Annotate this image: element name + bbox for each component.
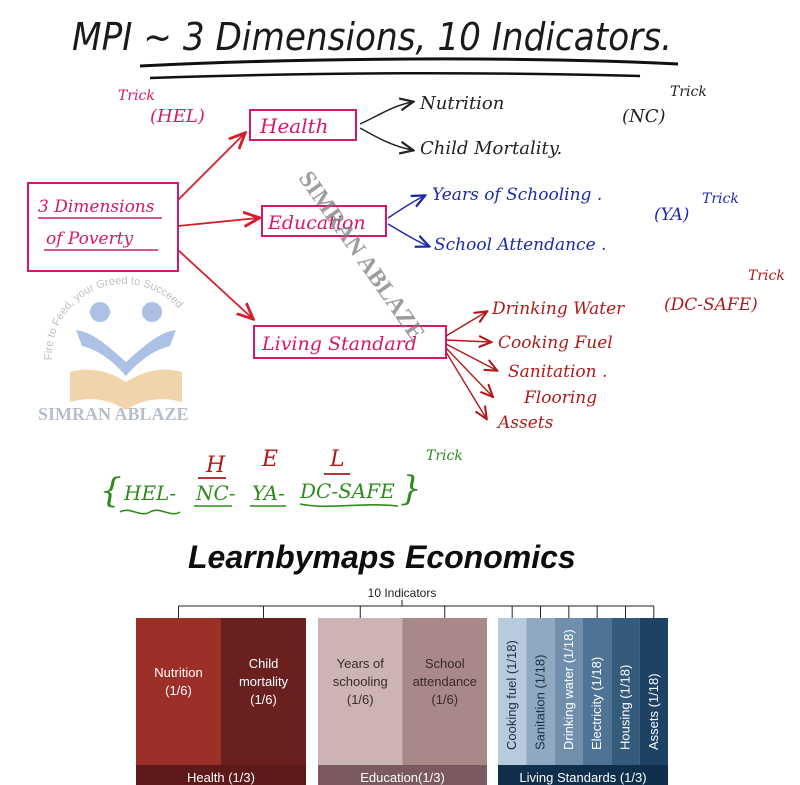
living-branch-2 bbox=[445, 340, 490, 342]
table-cell-text-0-0-1: (1/6) bbox=[165, 683, 192, 698]
table-cell-0-1 bbox=[221, 618, 306, 765]
education-box bbox=[261, 205, 387, 237]
living-branch-3 bbox=[445, 343, 496, 370]
mnemonic-letter-l: L bbox=[329, 447, 345, 472]
mnemonic-squiggle bbox=[119, 509, 181, 515]
logo-book bbox=[70, 369, 182, 410]
table-cell-text-1-0-0: Years of bbox=[337, 656, 385, 671]
mnemonic-dc-underline bbox=[299, 503, 399, 508]
mnemonic-part-dc-safe: DC-SAFE bbox=[299, 479, 395, 503]
nc-code: (NC) bbox=[622, 106, 666, 127]
indicator-flooring: Flooring bbox=[523, 388, 597, 408]
watermark-logo-text: SIMRAN ABLAZE bbox=[38, 404, 189, 424]
logo-head-left bbox=[90, 302, 110, 322]
table-group-band-1 bbox=[318, 765, 487, 785]
logo-head-right bbox=[142, 302, 162, 322]
living-branch-5 bbox=[445, 351, 486, 418]
mnemonic-part-nc: NC- bbox=[195, 481, 236, 505]
title-underline bbox=[139, 57, 679, 68]
brand-title: Learnbymaps Economics bbox=[188, 539, 576, 575]
trick-label-dc: Trick bbox=[748, 268, 785, 284]
education-label: Education bbox=[267, 212, 366, 234]
table-cell-2-3 bbox=[583, 618, 612, 765]
page-title: MPI ~ 3 Dimensions, 10 Indicators. bbox=[72, 15, 672, 59]
mnemonic-letter-e: E bbox=[261, 447, 278, 472]
trick-label-ya: Trick bbox=[702, 191, 739, 207]
living-branch-1 bbox=[445, 312, 486, 337]
mnemonic-close-brace: } bbox=[400, 469, 422, 509]
ya-code: (YA) bbox=[654, 205, 689, 225]
table-cell-text-2-4: Housing (1/18) bbox=[618, 665, 633, 750]
table-cell-text-1-1-2: (1/6) bbox=[431, 692, 458, 707]
living-branch-4 bbox=[445, 347, 492, 396]
watermark-logo: Fire to Feed, your Greed to Succeed SIMR… bbox=[38, 275, 189, 424]
arrow-to-health bbox=[177, 134, 244, 201]
mnemonic-open-brace: { bbox=[100, 471, 122, 511]
table-cell-text-1-0-2: (1/6) bbox=[347, 692, 374, 707]
indicator-sanitation: Sanitation . bbox=[508, 362, 607, 382]
mnemonic-letter-h: H bbox=[205, 453, 226, 478]
arrow-to-living bbox=[177, 249, 252, 318]
table-cell-text-0-1-1: mortality bbox=[239, 674, 289, 689]
table-cell-1-0 bbox=[318, 618, 403, 765]
table-group-band-0 bbox=[136, 765, 306, 785]
health-branch-1 bbox=[359, 102, 412, 125]
title-underline-2 bbox=[149, 71, 641, 80]
trick-label-hel: Trick bbox=[118, 88, 155, 104]
table-cell-2-0 bbox=[498, 618, 527, 765]
table-cell-text-1-0-1: schooling bbox=[333, 674, 388, 689]
table-cell-2-2 bbox=[554, 618, 583, 765]
table-header: 10 Indicators bbox=[368, 586, 437, 600]
mnemonic-part-ya: YA- bbox=[252, 481, 285, 505]
table-cell-text-1-1-1: attendance bbox=[413, 674, 477, 689]
indicator-school-attendance: School Attendance . bbox=[434, 235, 606, 255]
table-cell-0-0 bbox=[136, 618, 221, 765]
health-box bbox=[249, 109, 357, 141]
table-cell-text-2-5: Assets (1/18) bbox=[646, 673, 661, 750]
table-cell-text-2-0: Cooking fuel (1/18) bbox=[504, 640, 519, 750]
education-branch-2 bbox=[387, 223, 428, 246]
watermark-diagonal: SIMRAN ABLAZE bbox=[293, 167, 429, 346]
table-group-band-2 bbox=[498, 765, 668, 785]
indicator-cooking-fuel: Cooking Fuel bbox=[498, 333, 613, 353]
table-tree bbox=[178, 600, 655, 618]
table-cell-text-2-3: Electricity (1/18) bbox=[589, 657, 604, 750]
indicator-assets: Assets bbox=[496, 413, 554, 433]
table-cell-text-0-0-0: Nutrition bbox=[154, 665, 202, 680]
indicator-child-mortality: Child Mortality. bbox=[420, 138, 562, 159]
table-cell-text-2-2: Drinking water (1/18) bbox=[561, 629, 576, 750]
table-group-label-1: Education(1/3) bbox=[360, 770, 445, 785]
root-box-line1: 3 Dimensions bbox=[38, 197, 155, 217]
table-cell-2-5 bbox=[639, 618, 668, 765]
health-label: Health bbox=[259, 114, 329, 138]
trick-label-mnemonic: Trick bbox=[426, 448, 463, 464]
living-standard-label: Living Standard bbox=[261, 333, 417, 355]
table-cell-text-0-1-2: (1/6) bbox=[250, 692, 277, 707]
indicator-nutrition: Nutrition bbox=[419, 93, 504, 114]
indicator-drinking-water: Drinking Water bbox=[491, 299, 625, 319]
indicator-years-of-schooling: Years of Schooling . bbox=[432, 185, 602, 205]
root-box bbox=[27, 182, 179, 272]
mnemonic-part-hel: HEL- bbox=[123, 481, 176, 505]
table-cell-text-1-1-0: School bbox=[425, 656, 465, 671]
indicator-table: Nutrition (1/6) Child mortality (1/6) Health … bbox=[136, 618, 668, 785]
table-group-label-0: Health (1/3) bbox=[187, 770, 255, 785]
trick-label-nc: Trick bbox=[670, 84, 707, 100]
logo-figures bbox=[76, 330, 176, 376]
living-standard-box bbox=[253, 325, 447, 359]
health-branch-2 bbox=[359, 127, 412, 150]
dc-safe-code: (DC-SAFE) bbox=[664, 295, 758, 315]
root-box-line2: of Poverty bbox=[46, 229, 134, 249]
table-cell-text-0-1-0: Child bbox=[249, 656, 279, 671]
education-branch-1 bbox=[387, 196, 424, 219]
table-cell-2-1 bbox=[526, 618, 555, 765]
table-cell-2-4 bbox=[611, 618, 640, 765]
hel-code: (HEL) bbox=[150, 106, 205, 127]
table-cell-1-1 bbox=[402, 618, 487, 765]
table-group-label-2: Living Standards (1/3) bbox=[519, 770, 646, 785]
arrow-to-education bbox=[177, 218, 258, 226]
table-cell-text-2-1: Sanitation (1/18) bbox=[533, 655, 548, 750]
